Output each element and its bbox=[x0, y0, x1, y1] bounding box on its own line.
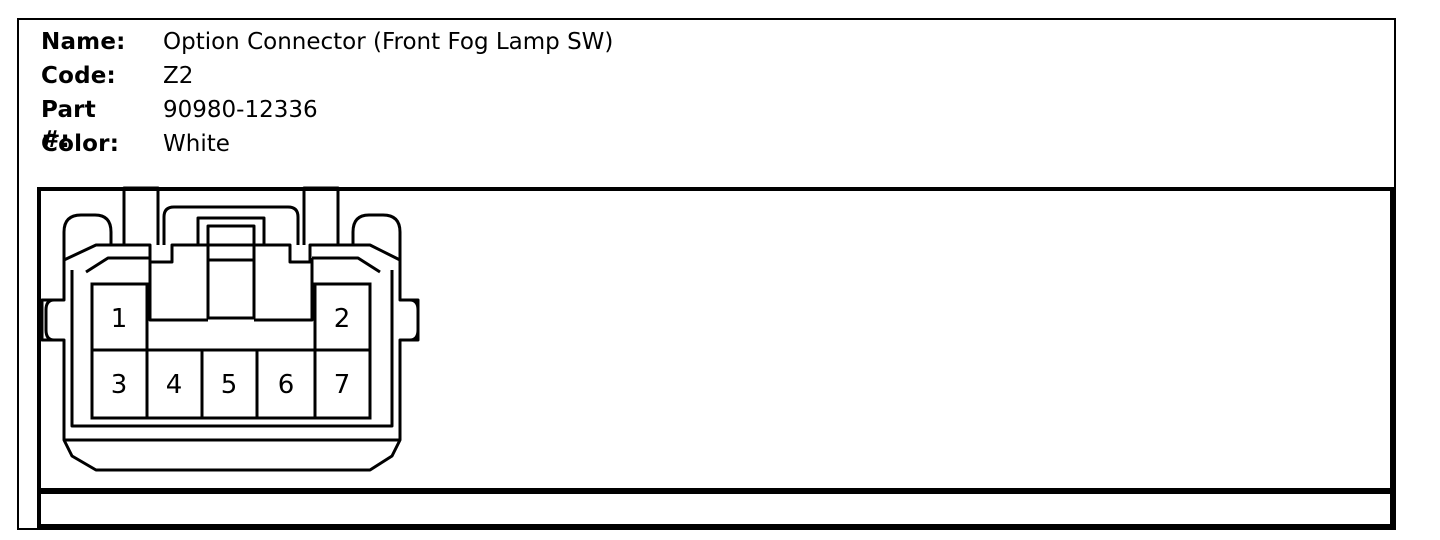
pin-1-cell bbox=[90, 282, 149, 352]
left-ear bbox=[44, 298, 64, 342]
pin-6-cell bbox=[255, 348, 317, 420]
pin-1-label: 1 bbox=[111, 304, 128, 334]
pin-6-label: 6 bbox=[278, 370, 295, 400]
right-latch bbox=[302, 186, 340, 245]
right-ear bbox=[400, 298, 420, 342]
code-label: Code: bbox=[41, 63, 116, 89]
pin-7-cell bbox=[313, 348, 372, 420]
housing-body bbox=[63, 243, 401, 264]
part-number-value: 90980-12336 bbox=[163, 97, 318, 123]
pin-5-label: 5 bbox=[221, 370, 238, 400]
pin-2-cell bbox=[313, 282, 372, 352]
color-value: White bbox=[163, 131, 230, 157]
color-label: Color: bbox=[41, 131, 120, 157]
pin-4-label: 4 bbox=[166, 370, 183, 400]
code-value: Z2 bbox=[163, 63, 194, 89]
pin-7-label: 7 bbox=[334, 370, 351, 400]
connector-info-frame bbox=[17, 18, 1396, 530]
part-number-label: Part #: bbox=[41, 97, 96, 153]
name-value: Option Connector (Front Fog Lamp SW) bbox=[163, 29, 614, 55]
bottom-band bbox=[37, 490, 1394, 528]
pin-2-label: 2 bbox=[334, 304, 351, 334]
center-lock bbox=[162, 205, 300, 245]
center-key bbox=[206, 224, 256, 320]
left-latch bbox=[122, 186, 160, 245]
center-lock-inner bbox=[196, 216, 266, 245]
pin-3-label: 3 bbox=[111, 370, 128, 400]
pin-cavity-frame bbox=[70, 270, 394, 428]
pin-5-cell bbox=[200, 348, 259, 420]
name-label: Name: bbox=[41, 29, 126, 55]
